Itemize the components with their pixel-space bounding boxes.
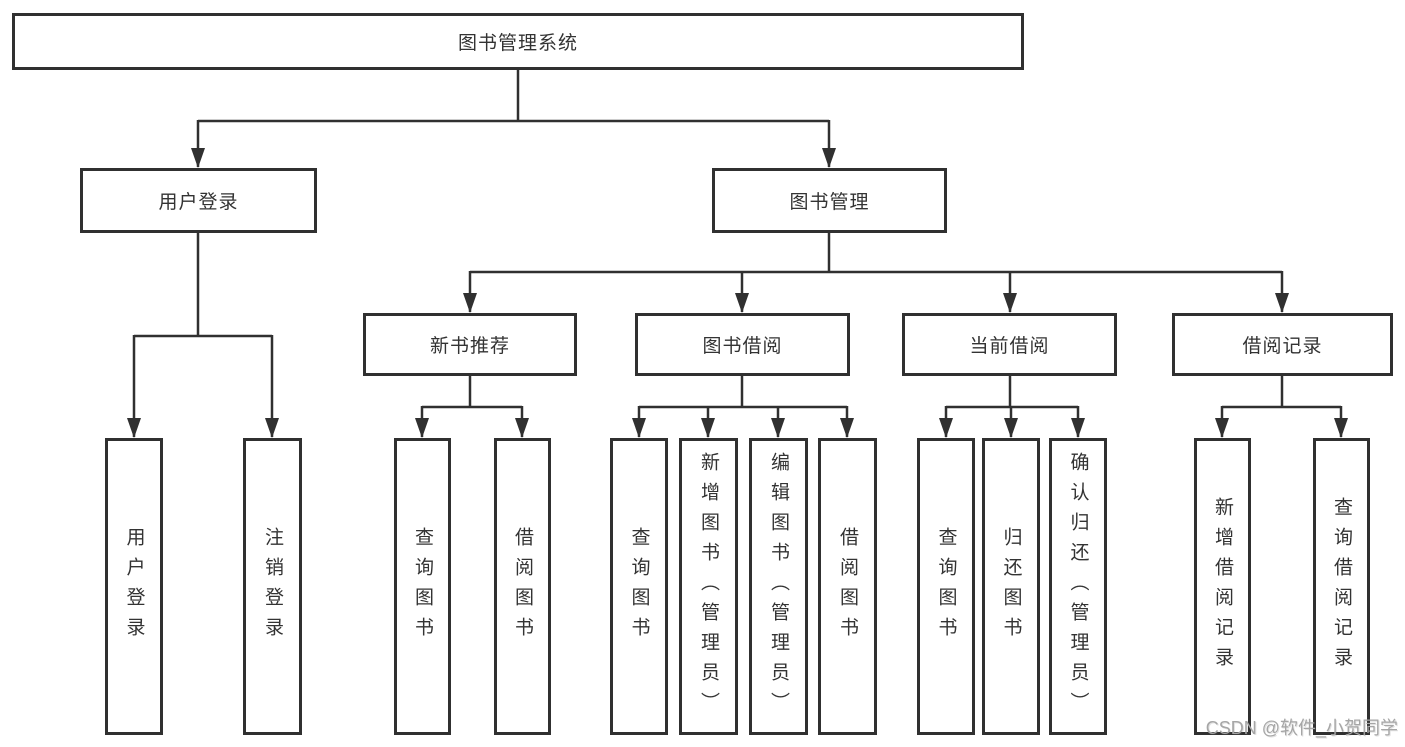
leaf-return-book: 归还图书 [982, 438, 1040, 735]
leaf-recommend-borrow-book-label: 借阅图书 [512, 526, 533, 647]
leaf-recommend-query-book-label: 查询图书 [412, 526, 433, 647]
leaf-confirm-return-admin-label: 确认归还（管理员） [1067, 451, 1089, 722]
node-root-label: 图书管理系统 [457, 33, 578, 54]
leaf-user-login: 用户登录 [105, 438, 163, 735]
node-borrow-records: 借阅记录 [1172, 313, 1393, 376]
node-book-management: 图书管理 [712, 168, 947, 233]
leaf-query-borrow-record-label: 查询借阅记录 [1331, 496, 1352, 677]
node-new-book-recommend: 新书推荐 [363, 313, 577, 376]
leaf-current-query-book: 查询图书 [917, 438, 975, 735]
leaf-borrow-book-label: 借阅图书 [837, 526, 858, 647]
node-root: 图书管理系统 [12, 13, 1024, 70]
leaf-logout: 注销登录 [243, 438, 302, 735]
leaf-user-login-label: 用户登录 [123, 526, 145, 647]
leaf-logout-label: 注销登录 [262, 526, 283, 647]
leaf-add-borrow-record-label: 新增借阅记录 [1212, 496, 1233, 677]
node-borrow-records-label: 借阅记录 [1242, 336, 1323, 357]
leaf-borrow-query-book-label: 查询图书 [628, 526, 650, 647]
leaf-query-borrow-record: 查询借阅记录 [1313, 438, 1370, 735]
node-book-borrow: 图书借阅 [635, 313, 850, 376]
leaf-recommend-borrow-book: 借阅图书 [494, 438, 551, 735]
node-current-borrow-label: 当前借阅 [969, 336, 1050, 357]
leaf-add-book-admin-label: 新增图书（管理员） [698, 451, 719, 722]
leaf-borrow-book: 借阅图书 [818, 438, 877, 735]
node-user-login-label: 用户登录 [158, 192, 239, 213]
leaf-current-query-book-label: 查询图书 [935, 526, 957, 647]
node-book-management-label: 图书管理 [789, 192, 870, 213]
node-book-borrow-label: 图书借阅 [702, 336, 783, 357]
leaf-confirm-return-admin: 确认归还（管理员） [1049, 438, 1107, 735]
csdn-watermark: CSDN @软件_小贺同学 [1205, 718, 1398, 738]
leaf-return-book-label: 归还图书 [1000, 526, 1022, 647]
node-current-borrow: 当前借阅 [902, 313, 1117, 376]
leaf-edit-book-admin: 编辑图书（管理员） [749, 438, 808, 735]
leaf-edit-book-admin-label: 编辑图书（管理员） [768, 451, 789, 722]
node-user-login: 用户登录 [80, 168, 317, 233]
leaf-recommend-query-book: 查询图书 [394, 438, 451, 735]
node-new-book-recommend-label: 新书推荐 [429, 336, 510, 357]
leaf-add-book-admin: 新增图书（管理员） [679, 438, 738, 735]
leaf-borrow-query-book: 查询图书 [610, 438, 668, 735]
leaf-add-borrow-record: 新增借阅记录 [1194, 438, 1251, 735]
